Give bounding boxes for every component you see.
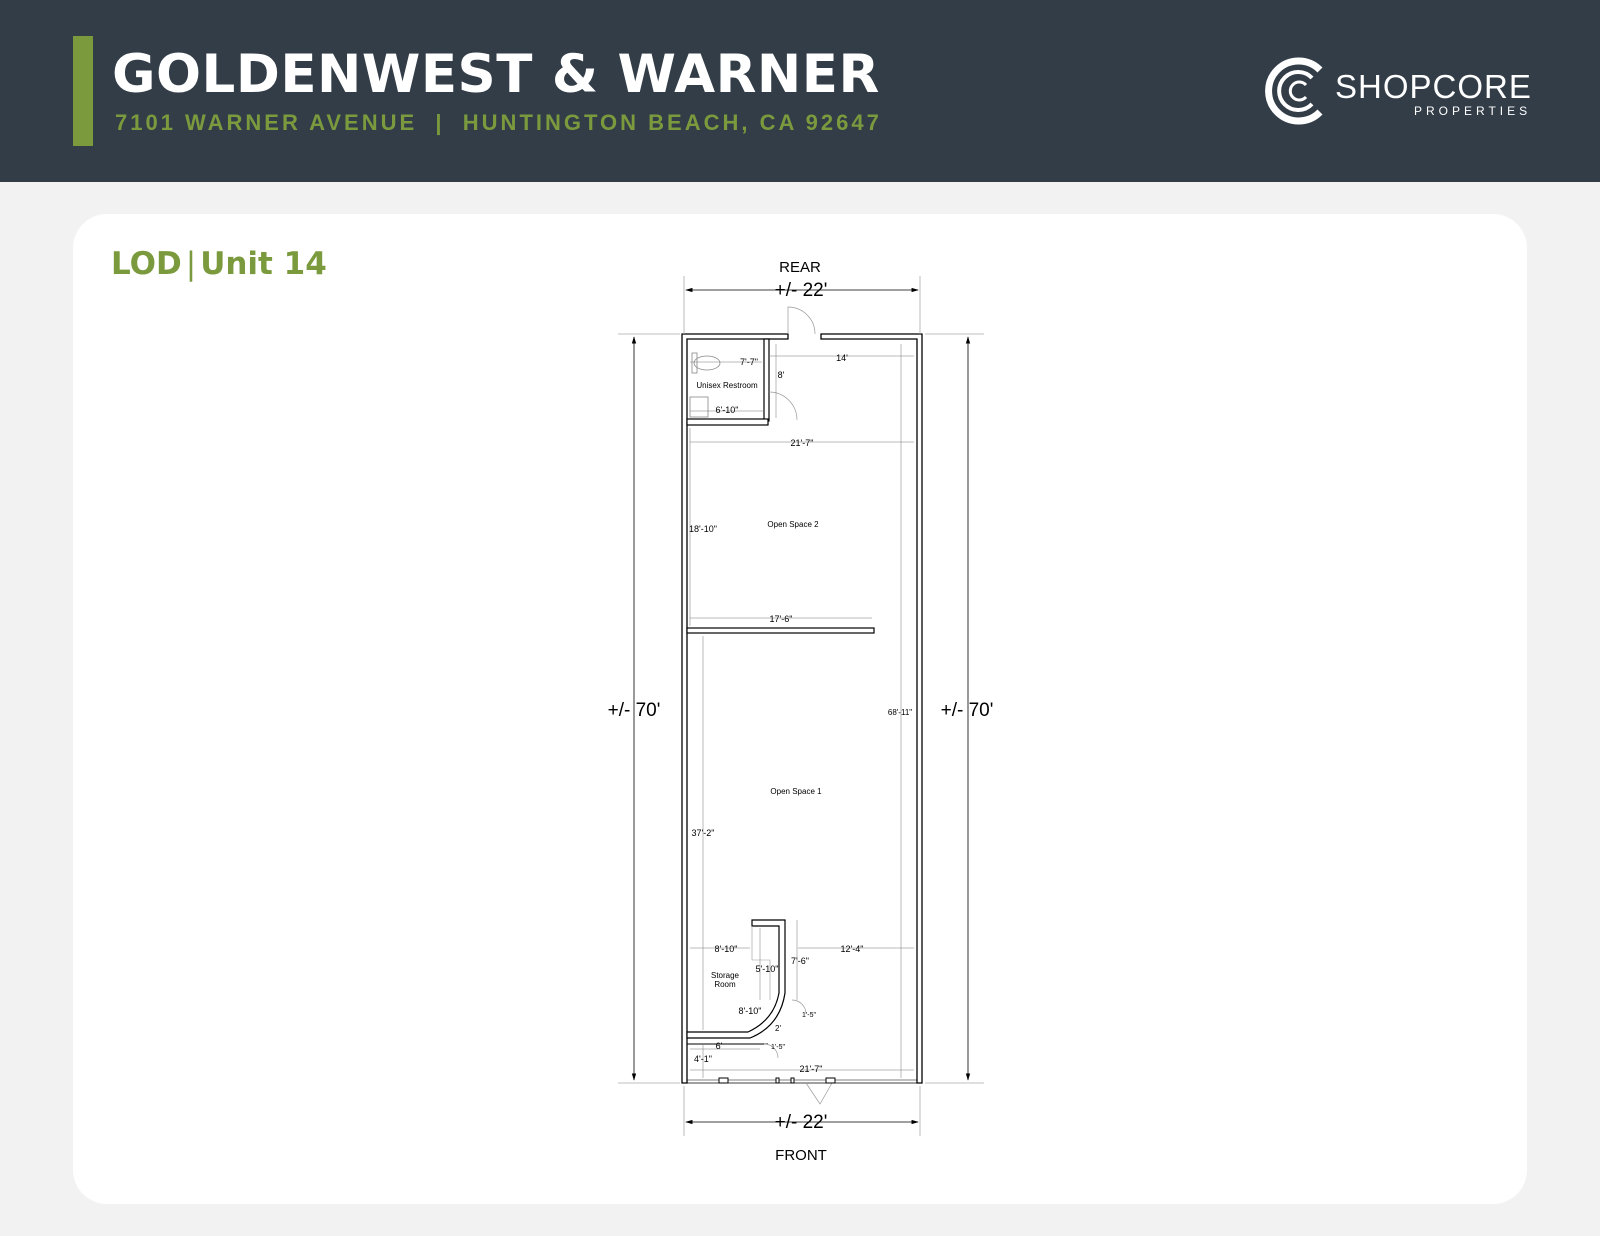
plan-title-label: LOD [111, 246, 182, 282]
plan-title-unit: Unit 14 [200, 246, 327, 282]
overall-width-top: +/- 22' [775, 280, 828, 301]
restroom-fixtures [689, 352, 721, 418]
overall-depth-left: +/- 70' [608, 700, 661, 721]
dim-storage-right: 12'-4" [841, 944, 864, 954]
dim-storage-width: 8'-10" [715, 944, 738, 954]
storage-room-shelving [751, 926, 771, 1000]
room-storage-line2: Room [714, 980, 736, 989]
storefront-mullions [718, 1077, 836, 1084]
dim-storage-bottom: 8'-10" [739, 1006, 762, 1016]
dim-restroom-depth: 8' [778, 370, 785, 380]
logo-wordmark: SHOPCORE [1335, 68, 1532, 105]
dim-front-offset: 4'-1" [694, 1054, 712, 1064]
overall-depth-right: +/- 70' [941, 700, 994, 721]
dim-restroom-inner: 6'-10" [716, 405, 739, 415]
dim-open2-depth: 18'-10" [689, 524, 717, 534]
shopcore-c-logo-icon [1265, 57, 1323, 125]
plan-title: LOD|Unit 14 [111, 246, 327, 282]
plan-title-separator: | [185, 246, 197, 282]
room-open-space-1: Open Space 1 [770, 787, 822, 796]
partition-wall [686, 627, 875, 634]
dim-width-upper: 21'-7" [791, 438, 814, 448]
accent-bar [73, 36, 93, 146]
property-title: GOLDENWEST & WARNER [112, 44, 880, 105]
dim-width-front: 21'-7" [800, 1064, 823, 1074]
dim-restroom-width: 7'-7" [740, 357, 758, 367]
plan-labels: REAR FRONT +/- 22' +/- 22' +/- 70' +/- 7… [608, 259, 994, 1164]
overall-width-bottom: +/- 22' [775, 1112, 828, 1133]
dim-small-2: 2' [775, 1024, 781, 1033]
shopcore-logo: SHOPCORE PROPERTIES [1262, 56, 1542, 126]
dim-small-6: 6' [716, 1041, 723, 1051]
logo-subtitle: PROPERTIES [1414, 104, 1532, 118]
dim-total-depth: 68'-11" [888, 708, 912, 717]
door-swings [763, 306, 833, 1105]
dim-storage-inner: 5'-10" [756, 964, 779, 974]
dim-small-door: 1'-5" [771, 1044, 785, 1051]
room-open-space-2: Open Space 2 [767, 520, 819, 529]
front-vestibule-wall [686, 1038, 768, 1045]
dim-open1-depth: 37'-2" [692, 828, 715, 838]
restroom-walls [686, 338, 770, 426]
dim-storage-door: 1'-5" [802, 1012, 816, 1019]
floor-plan-card [73, 214, 1527, 1204]
orientation-front: FRONT [775, 1147, 827, 1164]
room-storage-line1: Storage [711, 971, 740, 980]
header-banner: GOLDENWEST & WARNER 7101 WARNER AVENUE |… [0, 0, 1600, 182]
storage-room-wall [686, 919, 786, 1039]
room-unisex-restroom: Unisex Restroom [696, 381, 758, 390]
dim-rear-right: 14' [836, 353, 848, 363]
orientation-rear: REAR [779, 259, 821, 276]
interior-dimensions [689, 344, 914, 1078]
overall-dimensions [618, 276, 984, 1136]
dim-partition: 17'-6" [770, 614, 793, 624]
property-address: 7101 WARNER AVENUE | HUNTINGTON BEACH, C… [115, 110, 882, 135]
dim-storage-depth: 7'-6" [791, 956, 809, 966]
